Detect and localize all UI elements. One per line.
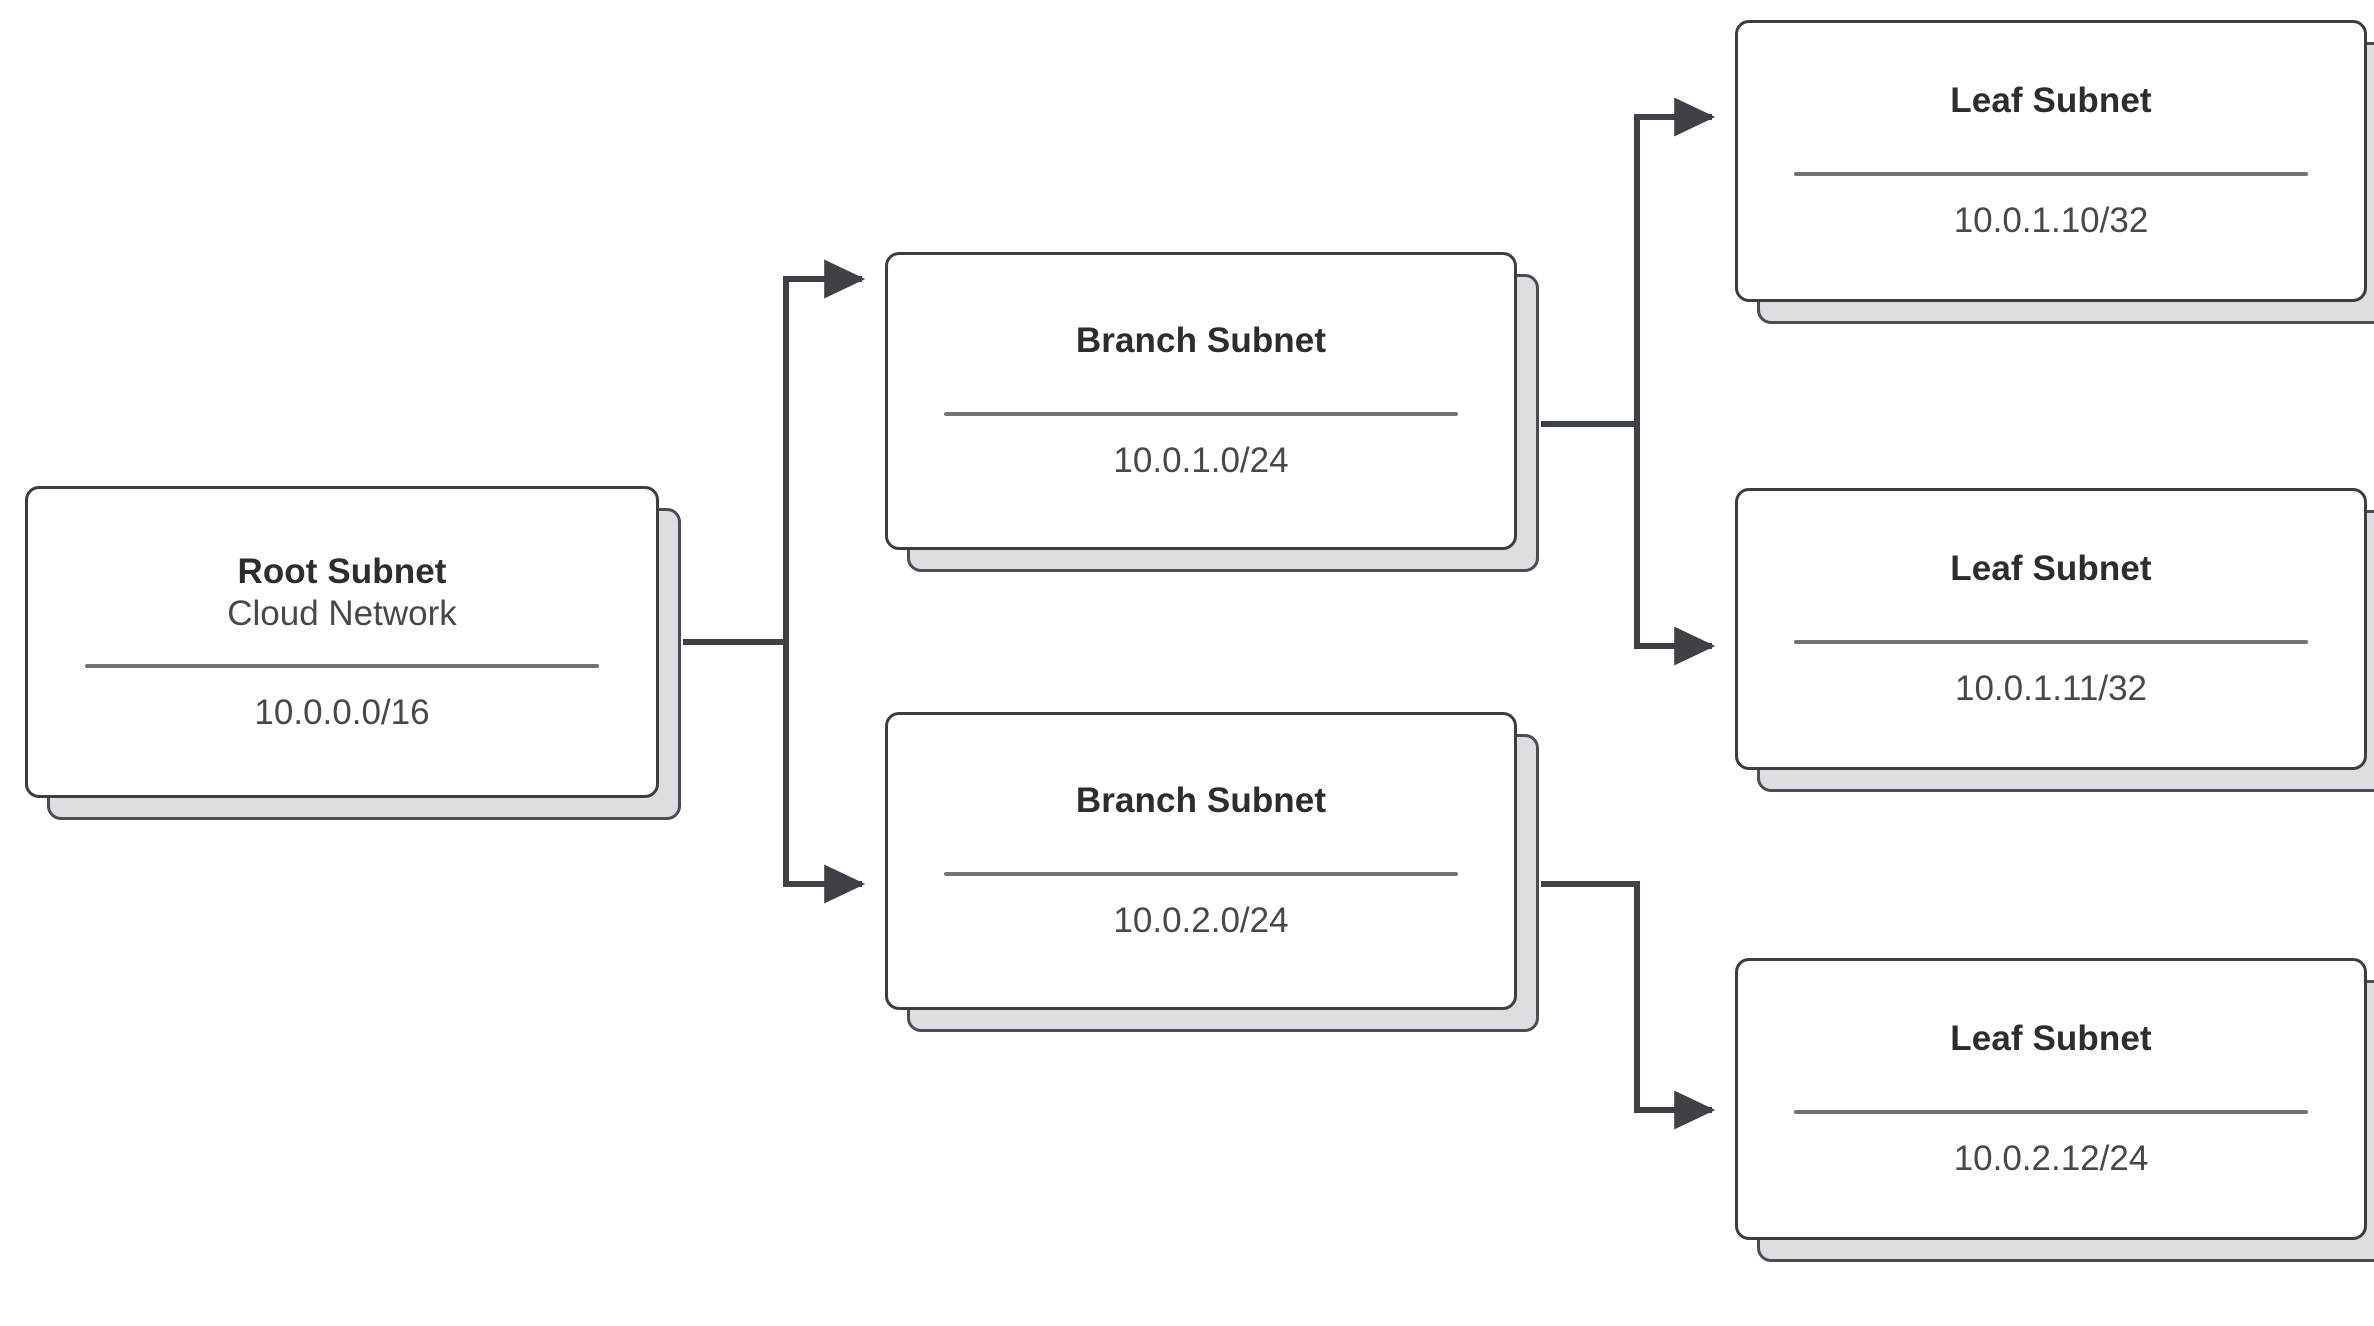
node-cidr: 10.0.1.11/32: [1954, 669, 2148, 709]
edge-branch1-to-leaf1: [1541, 97, 1716, 427]
node-leaf-subnet-2[interactable]: Leaf Subnet 10.0.1.11/32: [1735, 488, 2374, 792]
node-branch-subnet-1[interactable]: Branch Subnet 10.0.1.0/24: [885, 252, 1539, 572]
node-title: Leaf Subnet: [1950, 549, 2152, 589]
node-cidr: 10.0.1.0/24: [1113, 441, 1289, 481]
edge-root-to-branch2: [683, 639, 866, 904]
node-title: Leaf Subnet: [1950, 1019, 2152, 1059]
node-divider: [944, 412, 1458, 417]
node-cidr: 10.0.2.12/24: [1953, 1139, 2149, 1179]
card-face: Branch Subnet 10.0.2.0/24: [885, 712, 1517, 1010]
node-divider: [1794, 172, 2308, 177]
edge-branch1-to-leaf2: [1541, 421, 1716, 666]
node-divider: [84, 663, 600, 668]
card-face: Leaf Subnet 10.0.1.10/32: [1735, 20, 2367, 302]
node-root-subnet[interactable]: Root Subnet Cloud Network 10.0.0.0/16: [25, 486, 681, 820]
node-cidr: 10.0.1.10/32: [1953, 201, 2149, 241]
node-divider: [1794, 1110, 2308, 1115]
card-face: Root Subnet Cloud Network 10.0.0.0/16: [25, 486, 659, 798]
node-title: Root Subnet: [237, 551, 447, 591]
node-subtitle: Cloud Network: [227, 594, 457, 633]
node-leaf-subnet-3[interactable]: Leaf Subnet 10.0.2.12/24: [1735, 958, 2374, 1262]
node-cidr: 10.0.2.0/24: [1113, 901, 1289, 941]
node-branch-subnet-2[interactable]: Branch Subnet 10.0.2.0/24: [885, 712, 1539, 1032]
node-title: Leaf Subnet: [1950, 81, 2152, 121]
edge-branch2-to-leaf3: [1541, 881, 1716, 1130]
node-cidr: 10.0.0.0/16: [254, 692, 430, 732]
card-face: Leaf Subnet 10.0.1.11/32: [1735, 488, 2367, 770]
card-face: Branch Subnet 10.0.1.0/24: [885, 252, 1517, 550]
card-face: Leaf Subnet 10.0.2.12/24: [1735, 958, 2367, 1240]
node-divider: [944, 872, 1458, 877]
node-title: Branch Subnet: [1075, 781, 1327, 821]
node-divider: [1794, 640, 2308, 645]
node-title: Branch Subnet: [1075, 321, 1327, 361]
edge-root-to-branch1: [683, 259, 866, 645]
node-leaf-subnet-1[interactable]: Leaf Subnet 10.0.1.10/32: [1735, 20, 2374, 324]
